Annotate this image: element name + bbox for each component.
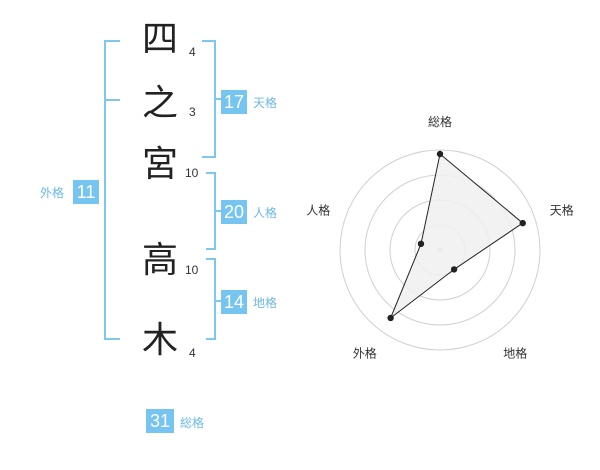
stroke-count-5: 4 [189, 346, 196, 360]
stroke-count-2: 3 [189, 105, 196, 119]
name-char-5: 木 [141, 320, 178, 361]
name-char-1: 四 [141, 19, 178, 60]
stroke-count-3: 10 [185, 166, 199, 180]
radar-axis-label-1: 総格 [428, 114, 452, 129]
radar-axis-label-4: 外格 [353, 346, 377, 361]
radar-polygon [389, 153, 524, 320]
radar-axis-label-2: 天格 [550, 202, 574, 217]
jinkaku-value-badge: 20 [221, 200, 247, 224]
name-char-3: 宮 [141, 144, 178, 185]
stroke-count-4: 10 [185, 263, 199, 277]
soukaku-value-badge: 31 [146, 409, 174, 433]
radar-grid-ring-4 [339, 149, 541, 351]
tenkaku-value-badge: 17 [221, 90, 247, 114]
name-char-2: 之 [141, 83, 178, 124]
chikaku-label: 地格 [253, 296, 278, 310]
radar-point-4 [387, 314, 394, 322]
radar-point-3 [450, 266, 458, 273]
stroke-count-1: 4 [189, 45, 196, 59]
radar-axis-label-3: 地格 [503, 346, 527, 361]
radar-point-2 [519, 219, 526, 227]
chikaku-value-badge: 14 [221, 290, 247, 314]
name-char-4: 高 [141, 240, 178, 281]
tenkaku-label: 天格 [253, 96, 278, 110]
radar-axis-label-5: 人格 [306, 202, 330, 217]
gaikaku-value-badge: 11 [73, 180, 99, 204]
soukaku-label: 総格 [180, 416, 205, 430]
radar-point-5 [417, 240, 425, 248]
radar-point-1 [436, 150, 444, 158]
gaikaku-label: 外格 [40, 186, 65, 200]
jinkaku-label: 人格 [253, 206, 278, 220]
